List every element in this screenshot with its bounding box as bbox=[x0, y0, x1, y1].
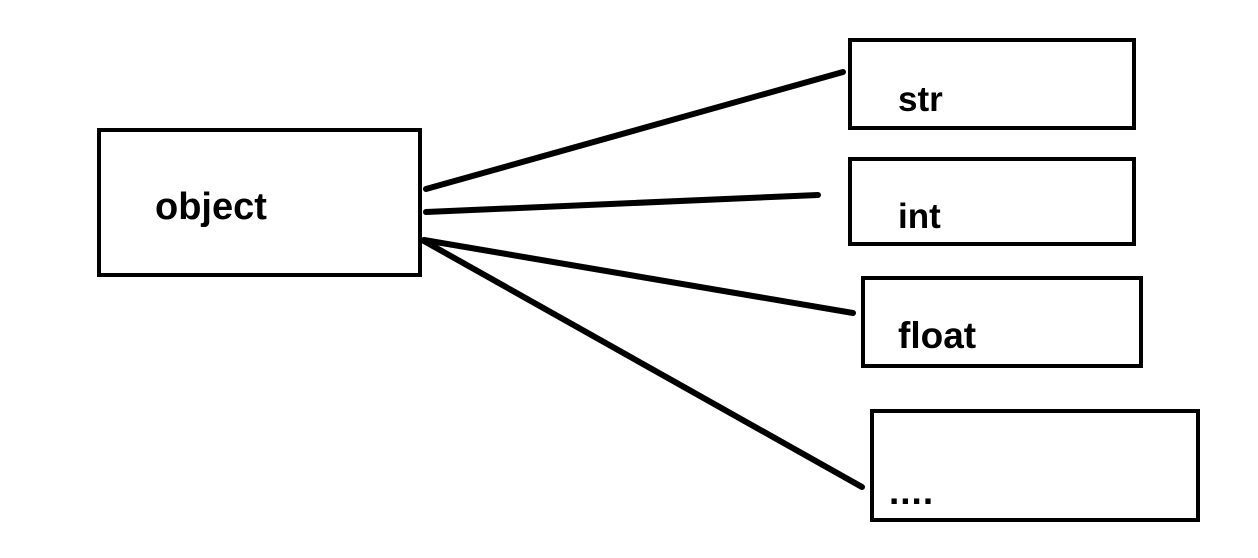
node-ellipsis[interactable]: .... bbox=[870, 409, 1200, 522]
edge-object-to-float bbox=[421, 237, 856, 316]
edge-object-to-ellipsis bbox=[421, 238, 865, 490]
node-str-label: str bbox=[898, 80, 943, 119]
node-object[interactable]: object bbox=[97, 128, 422, 277]
node-object-label: object bbox=[155, 186, 267, 228]
node-str[interactable]: str bbox=[848, 38, 1136, 130]
node-ellipsis-label: .... bbox=[889, 471, 935, 512]
node-float-label: float bbox=[898, 315, 977, 356]
node-float[interactable]: float bbox=[861, 276, 1143, 368]
edge-object-to-str bbox=[423, 69, 846, 192]
node-int[interactable]: int bbox=[848, 157, 1136, 246]
node-int-label: int bbox=[898, 197, 941, 236]
edge-object-to-int bbox=[423, 192, 821, 215]
